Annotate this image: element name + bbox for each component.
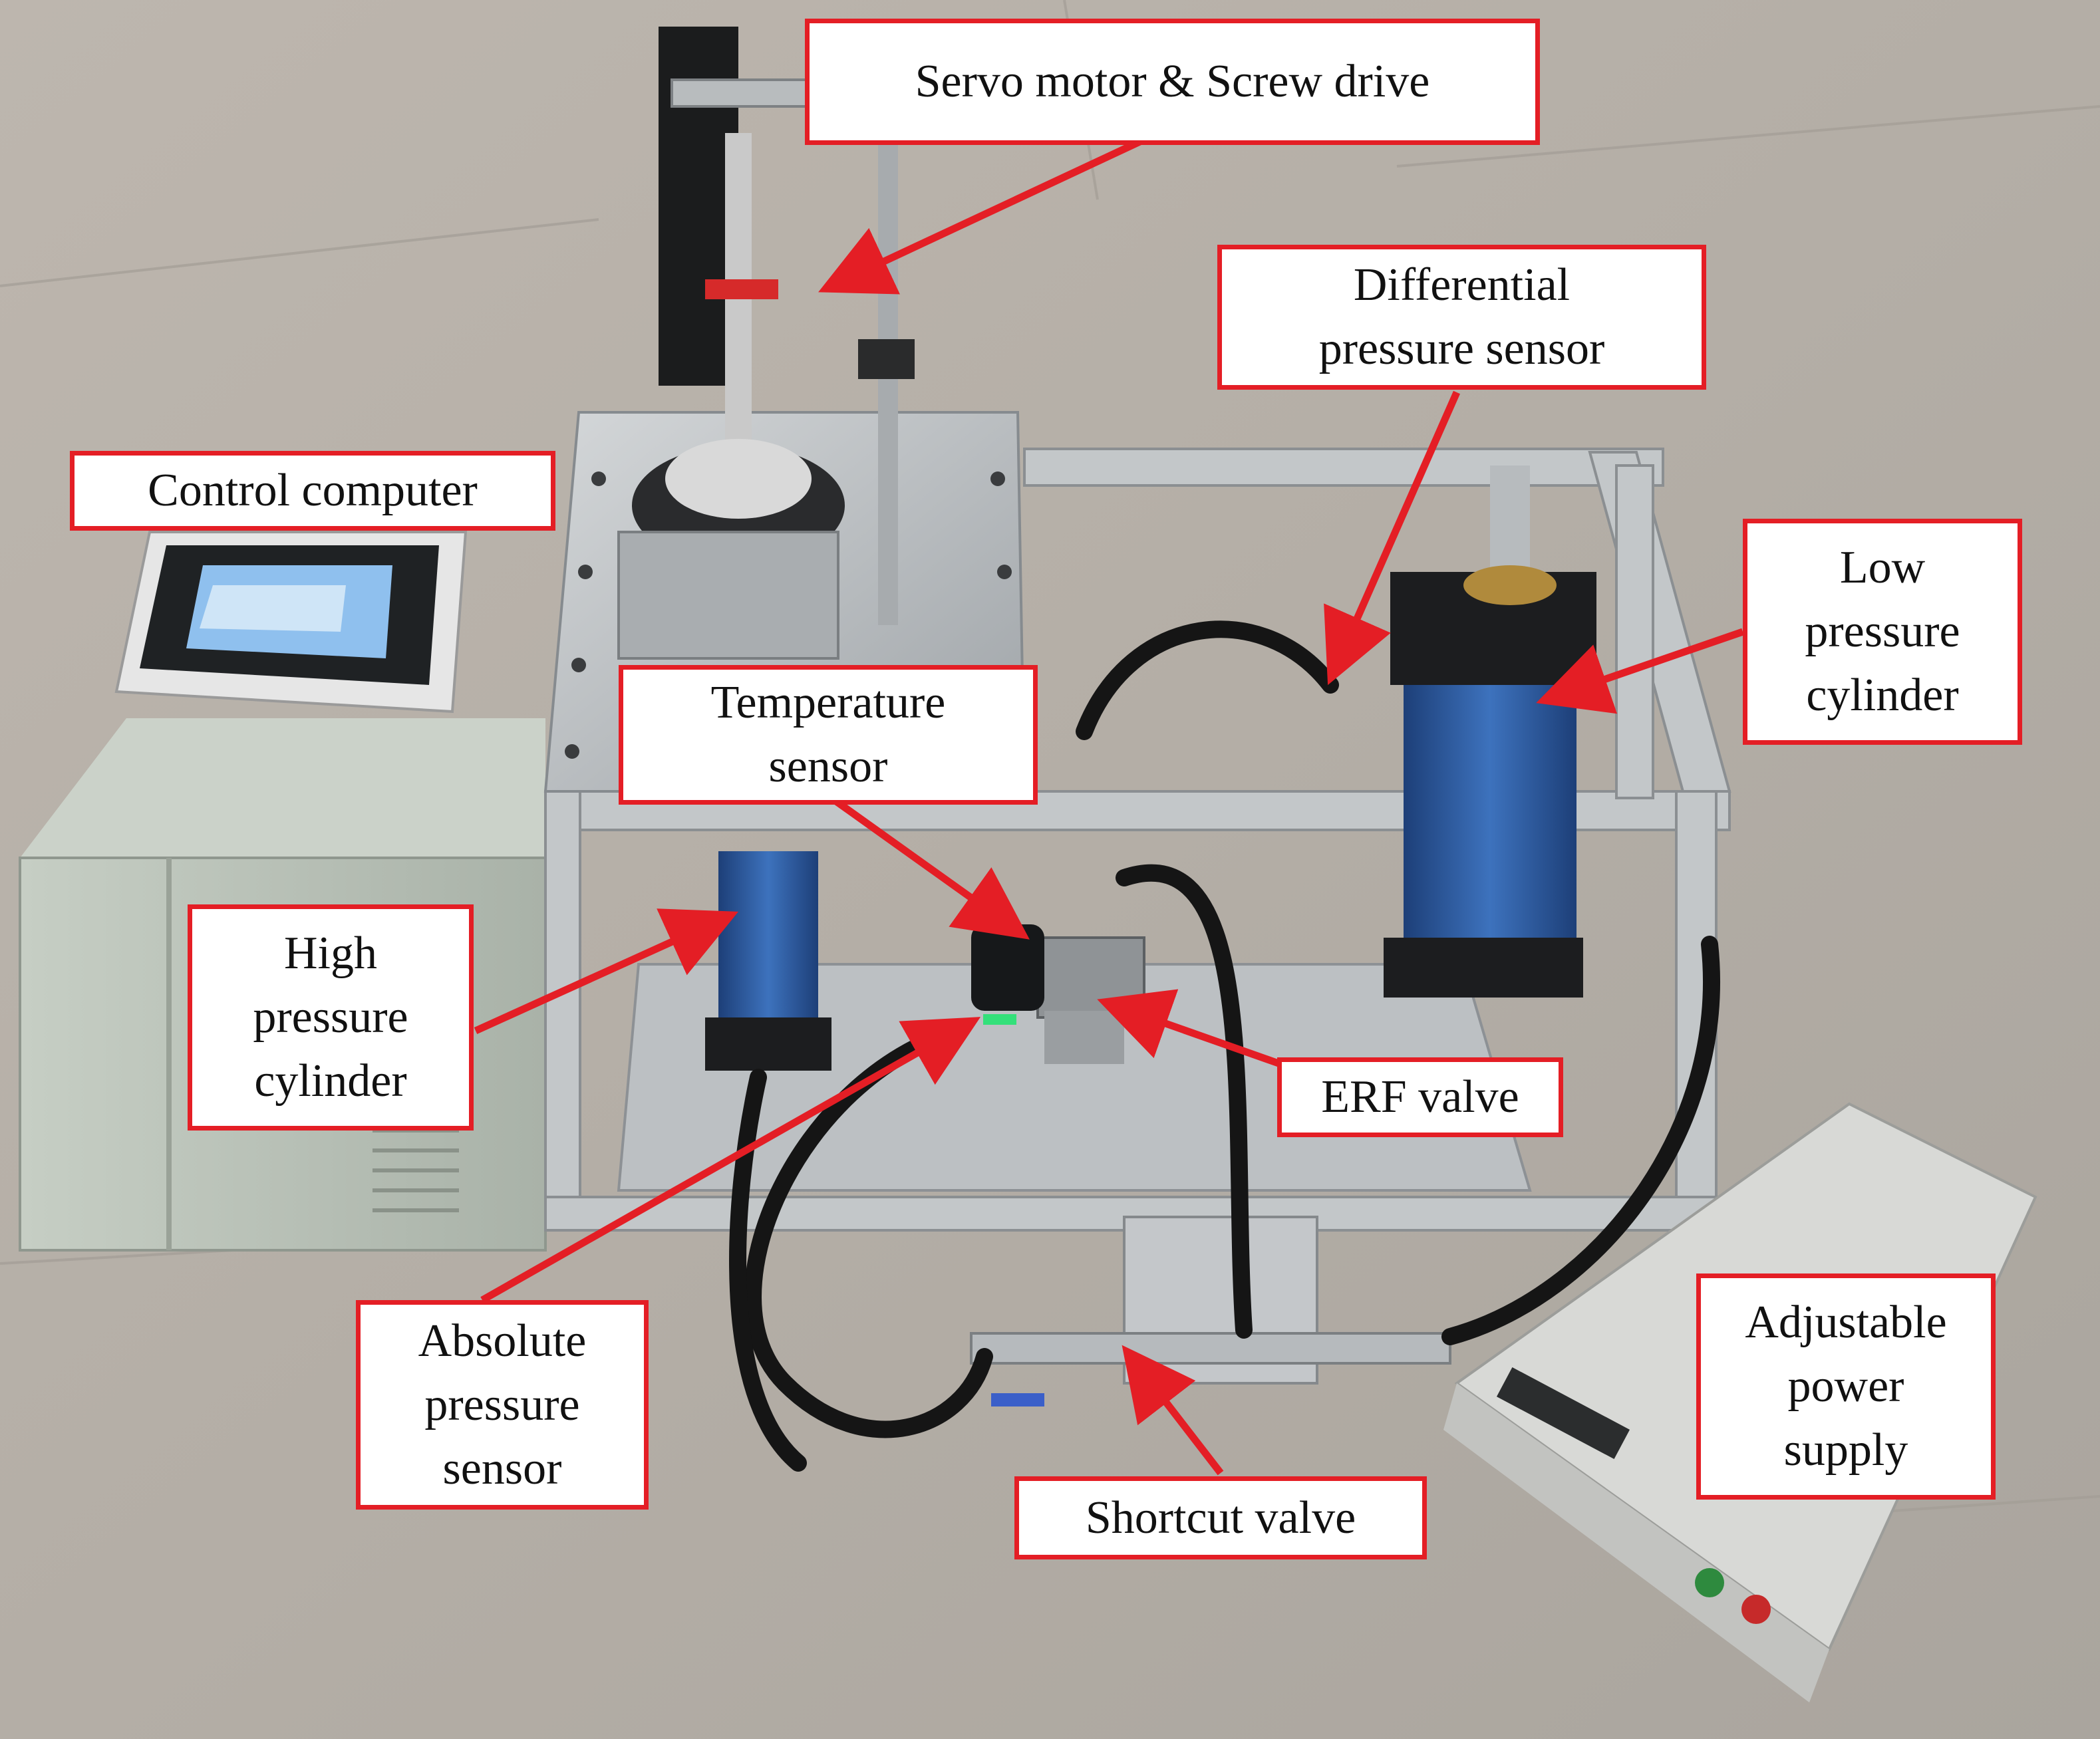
label-temperature-sensor: Temperature sensor (619, 665, 1038, 805)
hydraulic-hoses (729, 620, 1720, 1472)
label-low-pressure-cylinder: Low pressure cylinder (1743, 519, 2022, 745)
touch-screen (114, 531, 468, 714)
label-servo-motor: Servo motor & Screw drive (805, 19, 1540, 145)
arrow-high-cylinder (474, 908, 739, 1035)
label-absolute-pressure-sensor: Absolute pressure sensor (356, 1300, 649, 1510)
arrow-erf-valve (1097, 989, 1282, 1068)
arrow-low-cylinder (1536, 628, 1744, 714)
arrow-differential (1324, 390, 1461, 686)
arrow-temperature (829, 795, 1030, 940)
high-pressure-cylinder (705, 851, 831, 1071)
label-differential-pressure-sensor: Differential pressure sensor (1217, 245, 1706, 390)
arrow-shortcut (1122, 1345, 1224, 1476)
low-pressure-cylinder (1384, 466, 1596, 998)
label-adjustable-power-supply: Adjustable power supply (1696, 1273, 1996, 1500)
label-high-pressure-cylinder: High pressure cylinder (188, 904, 474, 1131)
label-control-computer: Control computer (70, 451, 555, 531)
callout-arrows (474, 136, 1744, 1476)
label-shortcut-valve: Shortcut valve (1014, 1476, 1427, 1559)
arrow-servo (818, 136, 1146, 295)
arrow-absolute (480, 1017, 981, 1303)
label-erf-valve: ERF valve (1277, 1057, 1563, 1137)
servo-motor (617, 27, 926, 660)
